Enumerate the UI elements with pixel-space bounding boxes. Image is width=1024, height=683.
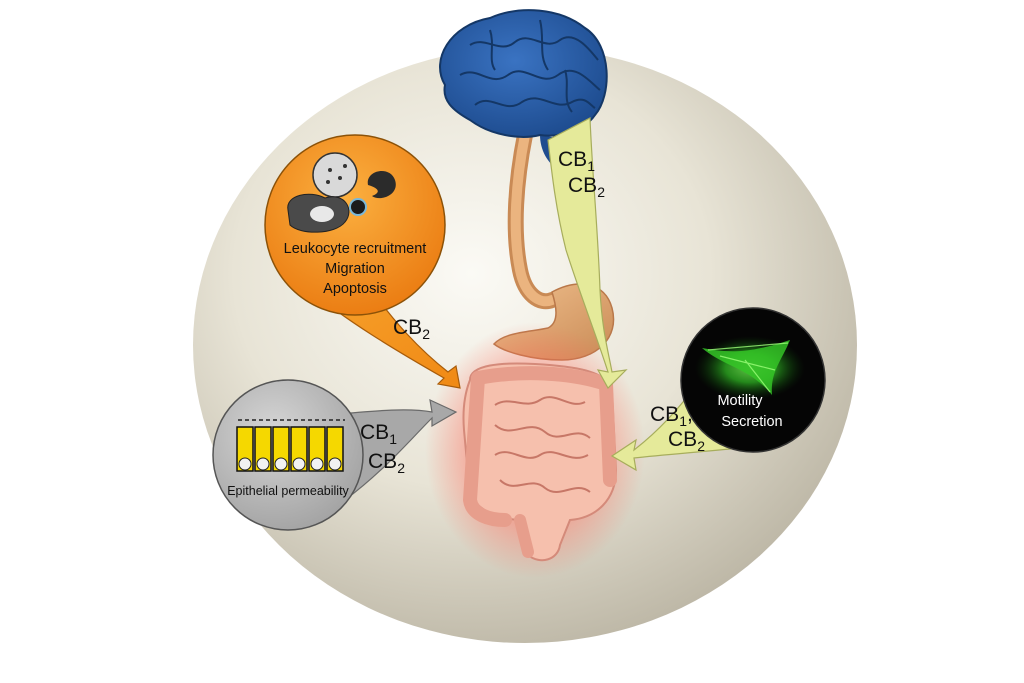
leukocyte-bubble [264,134,446,316]
motility-line-2: Secretion [721,414,782,430]
epithelial-label: Epithelial permeability [227,484,349,498]
epithelial-arrow [329,398,458,502]
brain-gut-receptor-2: CB2 [568,174,605,200]
smooth-muscle-cell-image [695,336,805,400]
leukocyte-line-3: Apoptosis [323,281,387,297]
neural-arrow [547,117,628,389]
epithelial-receptor-2: CB2 [368,450,405,476]
leukocyte-cells [287,152,396,233]
epithelial-receptor-1: CB1 [360,421,397,447]
leukocyte-receptor: CB2 [393,316,430,342]
motility-line-1: Motility [717,393,763,409]
motility-receptor-1: CB1, [650,403,693,429]
leukocyte-line-1: Leukocyte recruitment [284,241,427,257]
epithelial-cells [236,426,344,472]
intestines [462,362,618,562]
motility-receptor-2: CB2 [668,428,705,454]
brain-gut-receptor-1: CB1 [558,148,595,174]
leukocyte-line-2: Migration [325,261,385,277]
